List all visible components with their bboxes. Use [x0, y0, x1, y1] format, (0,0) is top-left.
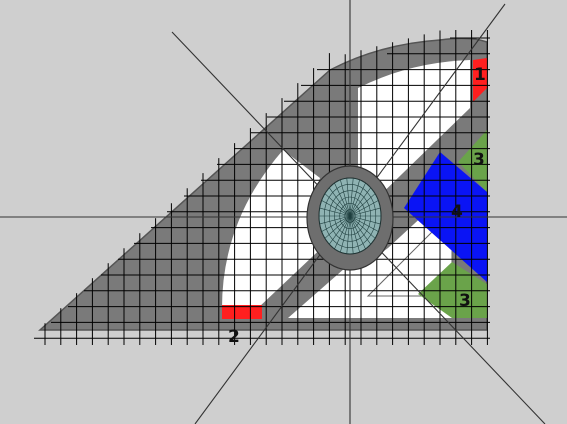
hub-mesh-spoke: [349, 193, 376, 217]
hub-mesh: [318, 177, 382, 255]
region-2-fill: [222, 305, 262, 319]
hub-mesh-spoke: [319, 207, 351, 217]
hub-mesh-spoke: [340, 179, 351, 217]
hub-mesh-spoke: [349, 207, 381, 217]
mesh-grid: [34, 30, 490, 345]
hub-mesh-spoke: [321, 215, 351, 232]
label-region-1: 1: [474, 65, 486, 85]
region-3-lower-fill: [418, 262, 487, 318]
region-3-upper-fill: [458, 130, 487, 192]
hub-mesh-spoke: [349, 179, 360, 217]
hub-mesh-spoke: [346, 215, 351, 254]
hub-mesh-spoke: [349, 215, 354, 254]
hub-mesh-spoke: [349, 215, 379, 232]
hub-mesh-spoke: [340, 215, 351, 253]
hub-mesh-spoke: [349, 215, 376, 239]
hub-mesh-spoke: [349, 182, 366, 217]
hub-mesh-spoke: [321, 200, 351, 217]
hub-mesh-spoke: [349, 215, 371, 245]
hub-mesh-spoke: [324, 193, 351, 217]
hub-mesh-spoke: [349, 200, 379, 217]
label-region-3-lower: 3: [459, 291, 471, 311]
hub-mesh-spoke: [346, 178, 351, 217]
void-left: [222, 150, 330, 308]
hub-mesh-spoke: [329, 187, 351, 217]
hub-mesh-spoke: [349, 187, 371, 217]
hub-mesh-spoke: [324, 215, 351, 239]
label-region-4: 4: [451, 202, 463, 222]
hub-mesh-spoke: [349, 215, 366, 250]
label-region-3-upper: 3: [473, 150, 485, 170]
hub-mesh-spoke: [329, 215, 351, 245]
hub-mesh-spoke: [319, 215, 351, 225]
hub-mesh-spoke: [349, 215, 360, 253]
region-1-fill: [473, 58, 487, 102]
hub-mesh-spoke: [349, 215, 381, 225]
hub-mesh-spoke: [334, 215, 351, 250]
hub-mesh-spoke: [334, 182, 351, 217]
hub-mesh-spoke: [349, 178, 354, 217]
label-region-2: 2: [228, 327, 240, 347]
